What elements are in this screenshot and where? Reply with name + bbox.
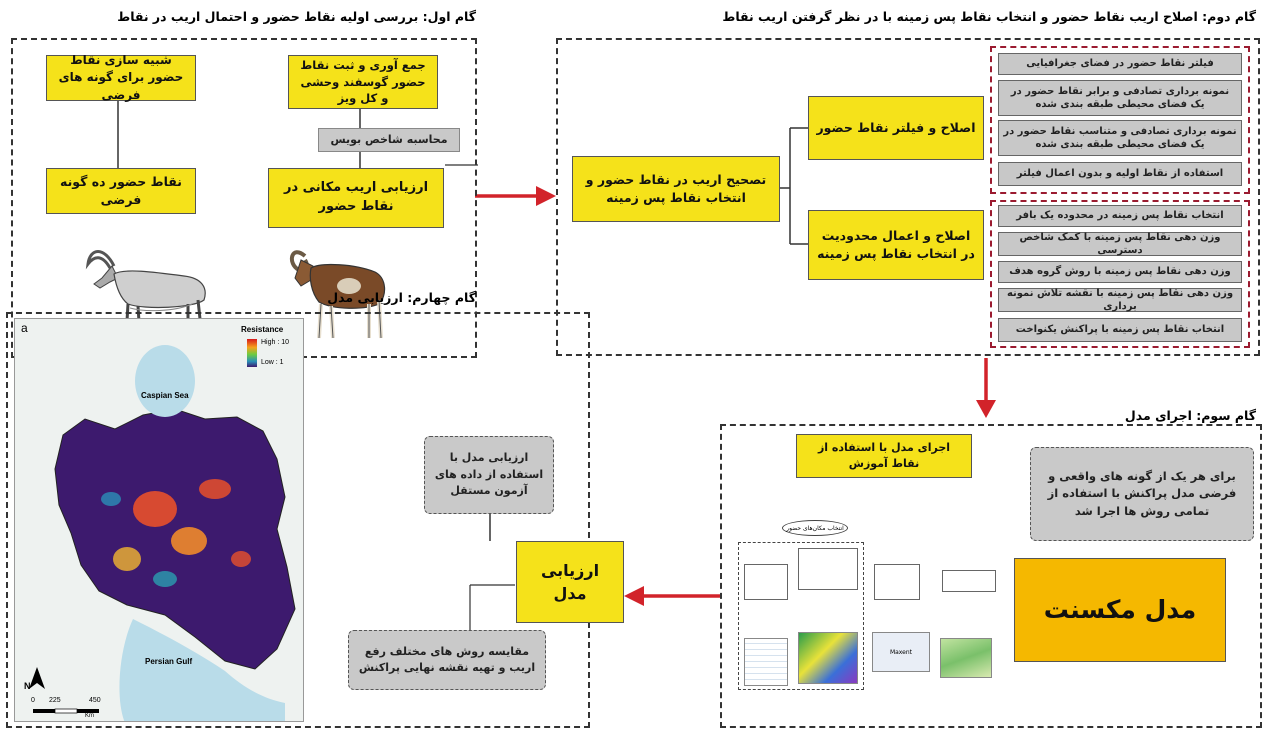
scale-0: 0 (31, 697, 35, 704)
step4-panel (6, 312, 590, 728)
scale-unit: Km (85, 713, 94, 719)
ten-species-box: نقاط حضور ده گونه فرضی (46, 168, 196, 214)
mini-env-layers-thumb (798, 632, 858, 684)
filter-presence-box: اصلاح و فیلتر نقاط حضور (808, 96, 984, 160)
compare-methods-box: مقایسه روش های مختلف رفع اریب و تهیه نقش… (348, 630, 546, 690)
method-sampling-effort: وزن دهی نقاط پس زمینه با نقشه تلاش نمونه… (998, 288, 1242, 312)
method-geo-filter: فیلتر نقاط حضور در فضای جغرافیایی (998, 53, 1242, 75)
mini-node (942, 570, 996, 592)
run-note-box: برای هر یک از گونه های واقعی و فرضی مدل … (1030, 447, 1254, 541)
step3-panel (720, 424, 1262, 728)
mini-start-node: انتخاب مکان‌های حضور (782, 520, 848, 536)
model-evaluation-box: ارزیابی مدل (516, 541, 624, 623)
mouflon-illustration (289, 250, 386, 339)
method-proportional-env-sampling: نمونه برداری تصادفی و متناسب نقاط حضور د… (998, 120, 1242, 156)
method-equal-env-sampling: نمونه برداری تصادفی و برابر نقاط حضور در… (998, 80, 1242, 116)
evaluate-bias-box: ارزیابی اریب مکانی در نقاط حضور (268, 168, 444, 228)
simulate-points-box: شبیه سازی نقاط حضور برای گونه های فرضی (46, 53, 196, 102)
independent-test-box: ارزیابی مدل با استفاده از داده های آزمون… (424, 436, 554, 514)
resistance-map: a Resistance High : 10 Low : 1 Caspian S… (14, 318, 304, 722)
scale-450: 450 (89, 697, 101, 704)
method-no-filter: استفاده از نقاط اولیه و بدون اعمال فیلتر (998, 162, 1242, 186)
legend-title: Resistance (241, 325, 284, 334)
background-restriction-box: اصلاح و اعمال محدودیت در انتخاب نقاط پس … (808, 210, 984, 280)
maxent-box: مدل مکسنت (1014, 558, 1226, 662)
iran-map-svg (29, 339, 296, 721)
north-label: N (24, 681, 31, 691)
filter-methods-group (990, 46, 1250, 194)
maxent-workflow-thumbnail: انتخاب مکان‌های حضور Maxent (738, 520, 1000, 690)
mini-maxent-window: Maxent (872, 632, 930, 672)
persian-gulf-label: Persian Gulf (145, 657, 193, 666)
scale-225: 225 (49, 697, 61, 704)
mini-node (798, 548, 858, 590)
mini-node (744, 564, 788, 600)
caspian-label: Caspian Sea (141, 391, 189, 400)
method-target-group: وزن دهی نقاط پس زمینه با روش گروه هدف (998, 261, 1242, 283)
legend-high: High : 10 (261, 339, 290, 346)
mini-output-map-thumb (940, 638, 992, 678)
method-accessibility-weight: وزن دهی نقاط پس زمینه با کمک شاخص دسترسی (998, 232, 1242, 256)
background-methods-group (990, 200, 1250, 348)
mini-group (738, 542, 864, 690)
collect-points-box: جمع آوری و ثبت نقاط حضور گوسفند وحشی و ک… (288, 55, 438, 109)
boyce-index-box: محاسبه شاخص بویس (318, 128, 460, 152)
step2-title: گام دوم: اصلاح اریب نقاط حضور و انتخاب ن… (722, 9, 1256, 24)
step4-title: گام چهارم: ارزیابی مدل (327, 290, 476, 305)
step2-panel (556, 38, 1260, 356)
step3-title: گام سوم: اجرای مدل (1124, 408, 1256, 423)
mini-node (874, 564, 920, 600)
mini-table-thumb (744, 638, 788, 686)
bias-correction-box: تصحیح اریب در نقاط حضور و انتخاب نقاط پس… (572, 156, 780, 222)
train-model-box: اجرای مدل با استفاده از نقاط آموزش (796, 434, 972, 478)
method-uniform: انتخاب نقاط پس زمینه با پراکنش یکنواخت (998, 318, 1242, 342)
method-buffer: انتخاب نقاط پس زمینه در محدوده یک بافر (998, 205, 1242, 227)
legend-low: Low : 1 (261, 359, 284, 366)
step1-title: گام اول: بررسی اولیه نقاط حضور و احتمال … (117, 9, 476, 24)
map-panel-letter: a (21, 321, 28, 335)
